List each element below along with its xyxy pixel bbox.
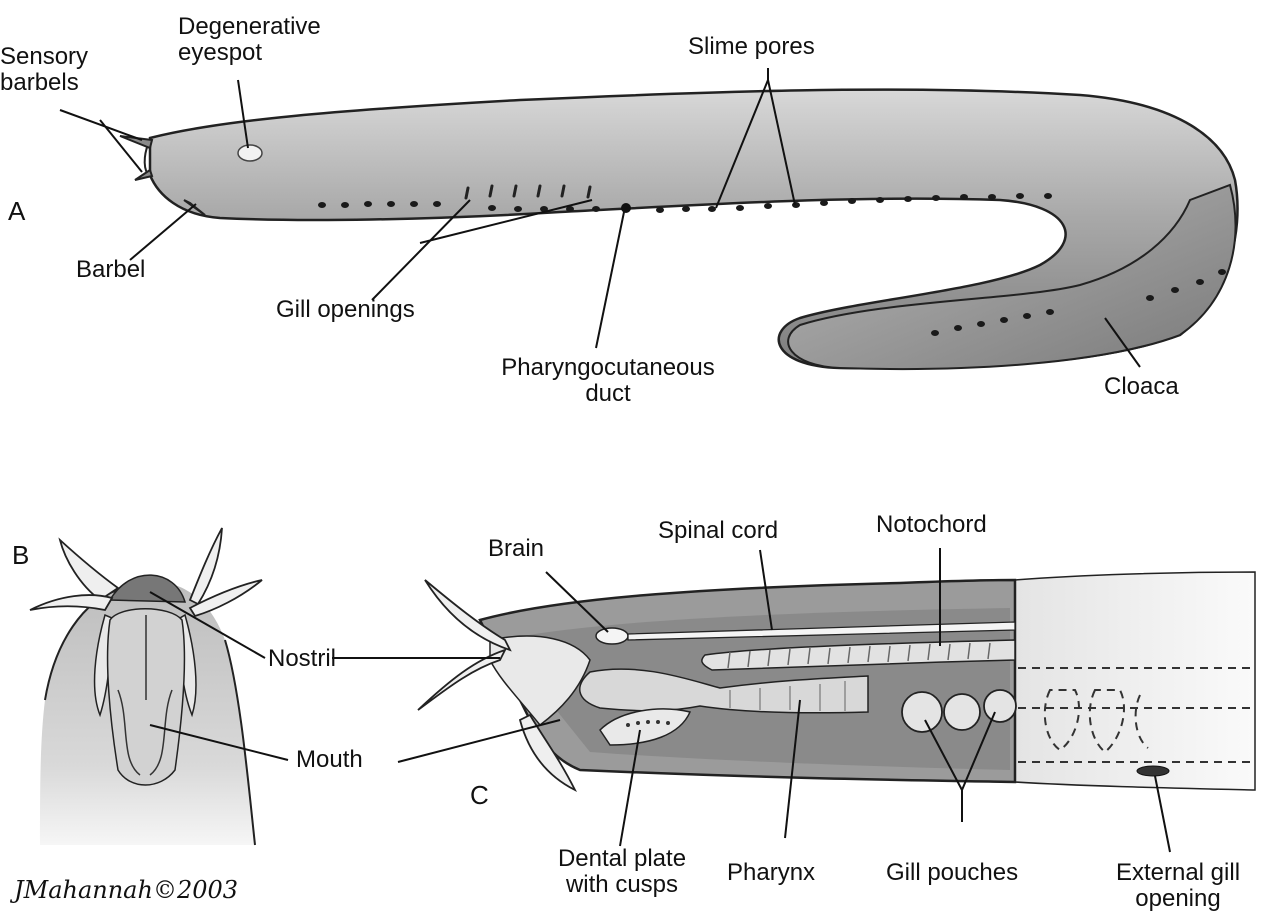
label-notochord: Notochord (876, 512, 987, 538)
label-gill-pouches: Gill pouches (886, 860, 1018, 886)
label-eyespot: Degenerative eyespot (178, 14, 321, 66)
label-external-gill-opening: External gill opening (1098, 860, 1258, 912)
label-pharynx: Pharynx (727, 860, 815, 886)
label-mouth: Mouth (296, 747, 363, 773)
hagfish-body-a (145, 90, 1238, 369)
label-slime-pores: Slime pores (688, 34, 815, 60)
hagfish-cutaway-c (418, 572, 1255, 790)
panel-label-a: A (8, 196, 25, 227)
artist-signature: JMahannah©2003 (14, 876, 238, 904)
label-pharyngocutaneous-duct: Pharyngocutaneous duct (488, 355, 728, 407)
label-cloaca: Cloaca (1104, 374, 1179, 400)
panel-label-c: C (470, 780, 489, 811)
label-brain: Brain (488, 536, 544, 562)
label-nostril: Nostril (268, 646, 336, 672)
label-gill-openings: Gill openings (276, 297, 415, 323)
eyespot-mark (238, 145, 262, 161)
label-sensory-barbels: Sensory barbels (0, 44, 88, 96)
label-barbel: Barbel (76, 257, 145, 283)
label-dental-plate: Dental plate with cusps (522, 846, 722, 898)
panel-label-b: B (12, 540, 29, 571)
pharyngocutaneous-duct-mark (621, 203, 631, 213)
hagfish-head-b (30, 528, 262, 845)
label-spinal-cord: Spinal cord (658, 518, 778, 544)
